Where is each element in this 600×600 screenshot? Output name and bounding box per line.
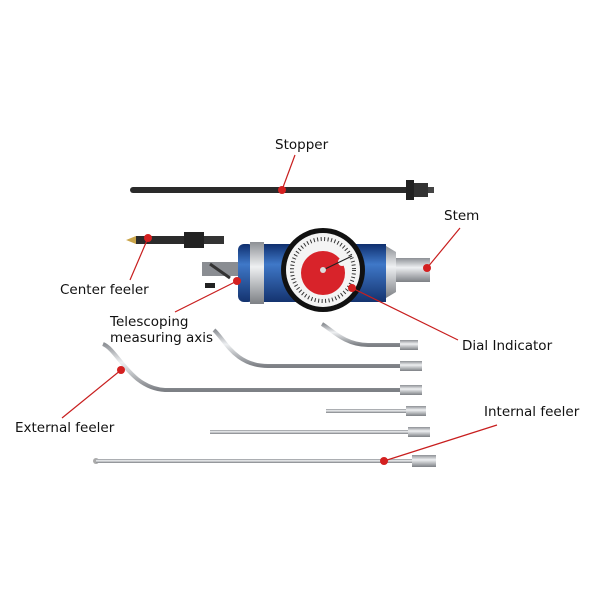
external-feeler-large [102,342,422,395]
label-stopper: Stopper [275,137,329,153]
internal-feeler-medium [210,427,430,437]
dial-face [281,228,365,312]
telescoping-measuring-axis [202,262,242,288]
label-stem: Stem [444,208,480,224]
label-external-feeler: External feeler [15,420,115,436]
callout-lines [61,154,498,465]
label-center-feeler: Center feeler [60,282,149,298]
stopper-rod [130,180,434,200]
external-feeler-medium [212,328,422,371]
label-telescoping-line2: measuring axis [110,330,214,346]
external-feeler-small [320,322,418,350]
internal-feeler-short [326,406,426,416]
label-telescoping-line1: Telescoping [110,314,189,330]
label-dial-indicator: Dial Indicator [462,338,553,354]
internal-feeler-long [93,455,436,467]
center-feeler [126,232,224,248]
label-internal-feeler: Internal feeler [484,404,580,420]
